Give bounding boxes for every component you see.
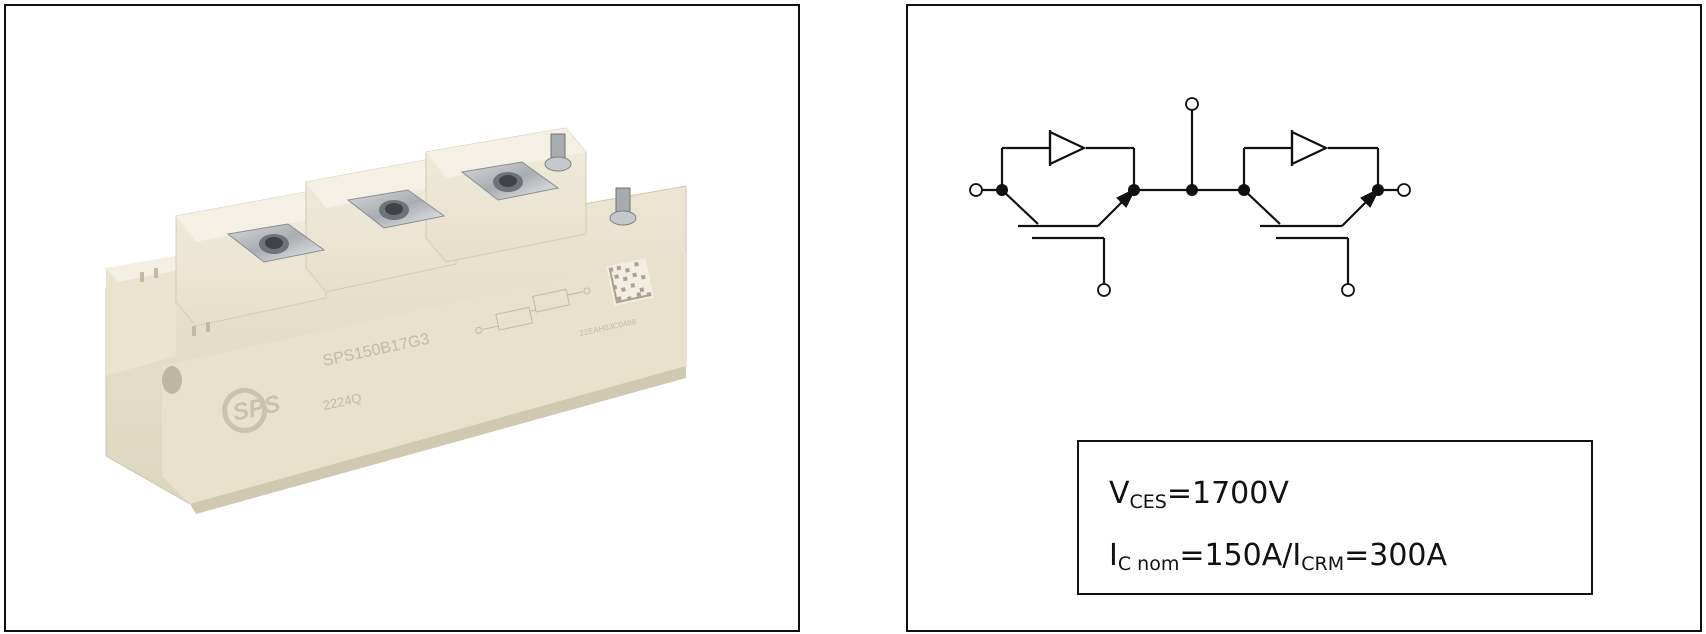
mounting-hole bbox=[162, 366, 182, 394]
data-matrix-code bbox=[606, 258, 654, 306]
terminal-collector-icon bbox=[969, 183, 983, 197]
igbt-left bbox=[982, 146, 1137, 284]
terminal-gate-right-icon bbox=[1341, 283, 1355, 297]
terminal-emitter-icon bbox=[1397, 183, 1411, 197]
spec-vces: VCES=1700V bbox=[1109, 476, 1289, 513]
igbt-module-illustration: SPS SPS150B17G3 2224Q 22EAH03C0488 bbox=[105, 127, 687, 514]
power-terminal-2 bbox=[346, 189, 446, 229]
schematic-panel: VCES=1700V IC nom=150A/ICRM=300A bbox=[906, 4, 1702, 632]
half-bridge-schematic bbox=[969, 97, 1411, 297]
diode-right-icon bbox=[1290, 130, 1329, 166]
node-dot bbox=[1186, 184, 1198, 196]
spec-current: IC nom=150A/ICRM=300A bbox=[1109, 538, 1448, 575]
node-dot bbox=[1128, 184, 1140, 196]
printed-circuit-diagram bbox=[475, 287, 591, 334]
gate-pin-2 bbox=[609, 187, 637, 226]
node-dot bbox=[1372, 184, 1384, 196]
igbt-right bbox=[1242, 146, 1398, 284]
node-dot bbox=[996, 184, 1008, 196]
gate-pin-1 bbox=[544, 133, 572, 172]
power-terminal-1 bbox=[226, 223, 326, 263]
spec-box: VCES=1700V IC nom=150A/ICRM=300A bbox=[1077, 440, 1593, 595]
terminal-midpoint-icon bbox=[1185, 97, 1199, 111]
product-photo-panel: SPS SPS150B17G3 2224Q 22EAH03C0488 bbox=[4, 4, 800, 632]
diode-left-icon bbox=[1048, 130, 1087, 166]
power-terminal-3 bbox=[460, 161, 560, 201]
terminal-gate-left-icon bbox=[1097, 283, 1111, 297]
node-dot bbox=[1238, 184, 1250, 196]
